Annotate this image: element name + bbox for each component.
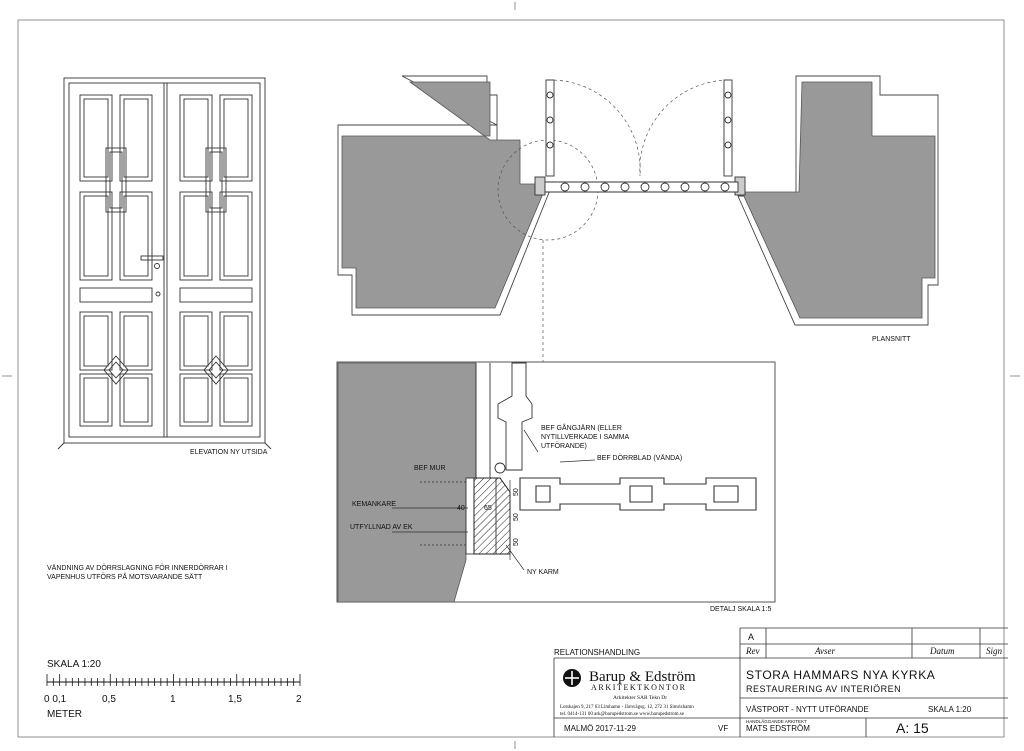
note-line-1: VÄNDNING AV DÖRRSLAGNING FÖR INNERDÖRRAR… — [47, 564, 228, 572]
ny-karm-label: NY KARM — [527, 569, 559, 576]
datum-header: Datum — [929, 646, 955, 656]
plansnitt-label: PLANSNITT — [872, 336, 911, 343]
dorrblad-label: BEF DÖRRBLAD (VÄNDA) — [597, 454, 682, 462]
scale-tick-1: 1 — [170, 694, 176, 705]
firm-address: Lotskajen 9, 217 63 Limhamn - Järnvägsg.… — [560, 705, 694, 710]
dim-40: 40 — [457, 505, 465, 512]
scale-bar-title: SKALA 1:20 — [47, 659, 101, 670]
drawing-title: VÄSTPORT - NYTT UTFÖRANDE — [746, 705, 869, 714]
scale-tick-2: 2 — [296, 694, 302, 705]
left-wall — [337, 75, 551, 316]
architect-label: HANDLÄGGANDE ARKITEKT — [746, 718, 807, 724]
title-block — [553, 627, 1008, 737]
scale-tick-05: 0,5 — [102, 694, 116, 705]
leader-lines — [392, 429, 596, 571]
scale-tick-15: 1,5 — [228, 694, 242, 705]
scale-tick-0: 0 0,1 — [44, 694, 67, 705]
right-leaf — [179, 94, 253, 427]
kemankare-label: KEMANKARE — [352, 501, 396, 508]
gangjarn-label-1: BEF GÅNGJÄRN (ELLER — [541, 423, 622, 432]
detail-view: BEF MUR KEMANKARE UTFYLLNAD AV EK 40 65 … — [336, 361, 776, 613]
plan-door-leaves — [534, 79, 746, 196]
project-title: STORA HAMMARS NYA KYRKA — [746, 668, 935, 682]
detail-door-leaf — [519, 477, 757, 511]
drawing-scale: SKALA 1:20 — [928, 705, 972, 714]
scale-bar: SKALA 1:20 0 0,1 0,5 1 1,5 2 METER — [44, 659, 302, 720]
firm-name: Barup & Edström — [589, 669, 696, 685]
rev-header: Rev — [745, 646, 760, 656]
sheet-number: A: 15 — [896, 720, 929, 736]
drawer-initials: VF — [718, 724, 728, 733]
door-elevation — [57, 77, 272, 450]
dim-50-top: 50 — [513, 488, 520, 496]
place-date: MALMÖ 2017-11-29 — [564, 724, 636, 733]
handling-label: RELATIONSHANDLING — [554, 648, 640, 657]
rev-letter: A — [748, 632, 754, 642]
sign-header: Sign — [986, 646, 1003, 656]
karm-frame — [465, 477, 511, 555]
firm-sub: ARKITEKTKONTOR — [591, 683, 687, 692]
dim-50-mid: 50 — [513, 513, 520, 521]
subproject-title: RESTAURERING AV INTERIÖREN — [746, 684, 901, 694]
scale-unit: METER — [47, 709, 82, 720]
avser-header: Avser — [814, 646, 835, 656]
firm-logo-icon — [563, 669, 581, 687]
detalj-label: DETALJ SKALA 1:5 — [710, 606, 771, 613]
door-handle-icon — [140, 255, 164, 297]
hinge-pin-icon — [494, 362, 533, 474]
utfyllnad-label: UTFYLLNAD AV EK — [350, 524, 413, 531]
bef-mur-label: BEF MUR — [414, 465, 446, 472]
right-wall — [737, 75, 939, 326]
elevation-label: ELEVATION NY UTSIDA — [190, 449, 268, 456]
dim-50-bottom: 50 — [513, 538, 520, 546]
gangjarn-label-2: NYTILLVERKADE I SAMMA — [541, 434, 630, 441]
firm-contact: tel. 0414-131 00 ark@barupedstrom.se www… — [560, 712, 685, 717]
firm-people: Arkitekter SAR Tekn Dr — [613, 695, 667, 701]
dim-65: 65 — [484, 505, 492, 512]
note-line-2: VAPENHUS UTFÖRS PÅ MOTSVARANDE SÄTT — [47, 572, 203, 581]
plan-section: PLANSNITT — [337, 75, 939, 362]
gangjarn-label-3: UTFÖRANDE) — [541, 442, 587, 450]
architect-name: MATS EDSTRÖM — [746, 724, 810, 733]
left-leaf — [79, 94, 153, 427]
door-swing-arcs — [497, 79, 729, 362]
